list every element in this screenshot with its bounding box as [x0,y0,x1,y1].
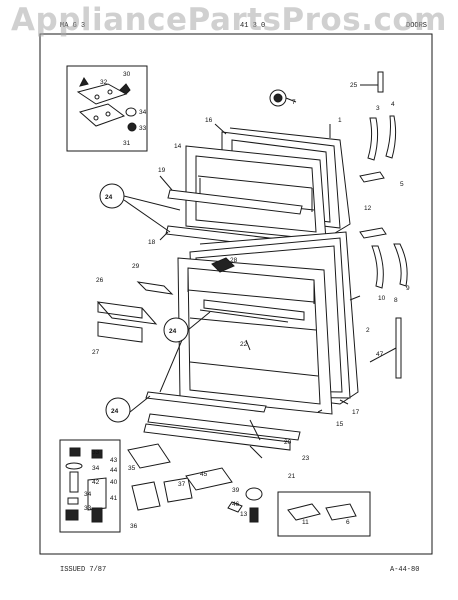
fresh-food-door-liner [177,257,333,415]
callout-34: 34 [139,109,147,116]
callout-24-a-label: 24 [105,194,113,201]
callout-44: 44 [110,467,118,474]
hinge-plate-36 [131,481,161,511]
callout-1: 1 [338,117,342,124]
callout-13: 13 [240,511,248,518]
callout-10: 10 [378,295,386,302]
callout-5: 5 [400,181,404,188]
callout-40: 40 [110,479,118,486]
callout-43: 43 [110,457,118,464]
door-stop-28 [211,257,235,273]
callout-34-c: 34 [84,491,92,498]
hinge-pin-39 [245,487,263,501]
callout-39: 39 [232,487,240,494]
callout-21: 21 [288,473,296,480]
callout-9: 9 [406,285,410,292]
footer-code: A-44-80 [390,566,420,574]
callout-32: 32 [100,79,108,86]
footer-issued: ISSUED 7/87 [60,566,107,574]
callout-labels: 30 32 34 33 31 7 25 3 4 5 16 1 14 19 12 … [84,71,410,530]
header-section: DOORS [406,22,428,30]
freezer-shelf-bar [167,189,303,215]
callout-8: 8 [394,297,398,304]
callout-4: 4 [391,101,395,108]
callout-27: 27 [92,349,100,356]
callout-33-c: 33 [84,505,92,512]
callout-24-b-label: 24 [169,328,177,335]
hinge-plate-37 [163,477,193,503]
bottom-breaker-strip [143,423,291,451]
hinge-top-parts [76,77,137,132]
callout-24-c-label: 24 [111,408,119,415]
callout-17: 17 [352,409,360,416]
watermark: AppliancePartsPros.com [11,2,447,38]
hinge-plate-45 [185,467,233,491]
callout-22: 22 [240,341,248,348]
lower-hinge-parts [65,447,107,523]
inset-hinge-right [277,491,371,537]
callout-19: 19 [158,167,166,174]
callout-26: 26 [96,277,104,284]
callout-45: 45 [200,471,208,478]
header-model: MA G 3 [60,22,86,30]
header-code: 41 3 0 [240,22,266,30]
callout-35: 35 [128,465,136,472]
callout-34-b: 34 [92,465,100,472]
callout-12: 12 [364,205,372,212]
lower-shelf-bar [145,391,267,413]
callout-18: 18 [148,239,156,246]
hinge-plate-35 [127,443,171,469]
callout-2: 2 [366,327,370,334]
callout-16: 16 [205,117,213,124]
callout-47: 47 [376,351,384,358]
callout-28: 28 [230,257,238,264]
bottom-trim-bar [147,413,301,441]
callout-6: 6 [346,519,350,526]
callout-42: 42 [92,479,100,486]
callout-25: 25 [350,82,358,89]
callout-24-c [105,397,131,423]
inset-hinge-bottom [59,439,121,533]
callout-14: 14 [174,143,182,150]
callout-29: 29 [132,263,140,270]
door-shelf-bar [199,309,289,323]
butter-compartment [96,281,174,343]
door-handles [359,71,408,379]
callout-7: 7 [292,99,296,106]
freezer-door-liner [185,145,327,241]
callout-33: 33 [139,125,147,132]
callout-46: 46 [232,501,240,508]
callout-23: 23 [302,455,310,462]
inset-hinge-top [66,65,148,152]
callout-36: 36 [130,523,138,530]
callout-11: 11 [302,519,309,526]
callout-41: 41 [110,495,118,502]
callout-15: 15 [336,421,344,428]
callout-20: 20 [284,439,292,446]
callout-37: 37 [178,481,186,488]
callout-3: 3 [376,105,380,112]
callout-33-b: 33 [92,449,100,456]
callout-31: 31 [123,140,131,147]
callout-30: 30 [123,71,131,78]
